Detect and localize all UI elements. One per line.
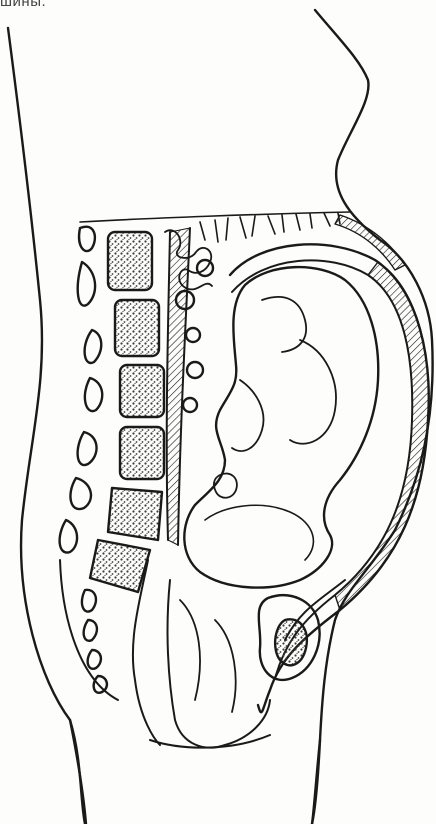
vertebra-4 <box>120 427 164 479</box>
vessel-hatch <box>167 228 190 545</box>
perineum-fold-1 <box>180 600 200 700</box>
placenta <box>335 215 405 270</box>
uterine-wall-hatch <box>335 262 429 610</box>
fetus-outline <box>184 267 378 587</box>
intestine-loop-2 <box>197 260 213 276</box>
thigh-back <box>70 720 86 824</box>
spinous-process-1 <box>79 227 95 251</box>
vertebra-2 <box>115 300 159 356</box>
spinous-process-7 <box>60 520 77 553</box>
sacrum-upper <box>90 540 150 592</box>
intestine-loop-4 <box>187 362 203 378</box>
cervix-vagina <box>168 580 270 748</box>
vertebra-5 <box>108 488 162 540</box>
vertebra-3 <box>120 365 164 417</box>
spinous-process-4 <box>85 378 102 411</box>
intestine-loop-5 <box>183 398 197 412</box>
fetus-knee <box>290 340 336 444</box>
fetus-leg-fold <box>262 297 306 352</box>
spinous-process-3 <box>85 330 102 363</box>
spinous-process-2 <box>78 262 95 306</box>
thigh-front <box>312 740 320 824</box>
intestine-loop-3 <box>186 328 200 342</box>
vertebra-1 <box>108 232 152 290</box>
mesentery-strands <box>200 213 340 242</box>
perineum-fold-2 <box>215 620 236 712</box>
coccyx-segment-3 <box>88 650 101 669</box>
pelvic-floor <box>150 735 270 748</box>
spinous-process-5 <box>78 432 97 465</box>
fetus-head-contour <box>205 505 313 560</box>
spinous-process-6 <box>70 478 91 509</box>
fetus-hand <box>214 473 237 497</box>
coccyx-segment-2 <box>84 620 97 641</box>
back-outline <box>8 28 85 824</box>
coccyx-segment-1 <box>82 590 96 612</box>
fetus-arm <box>232 380 263 451</box>
pubic-bone <box>275 619 307 665</box>
